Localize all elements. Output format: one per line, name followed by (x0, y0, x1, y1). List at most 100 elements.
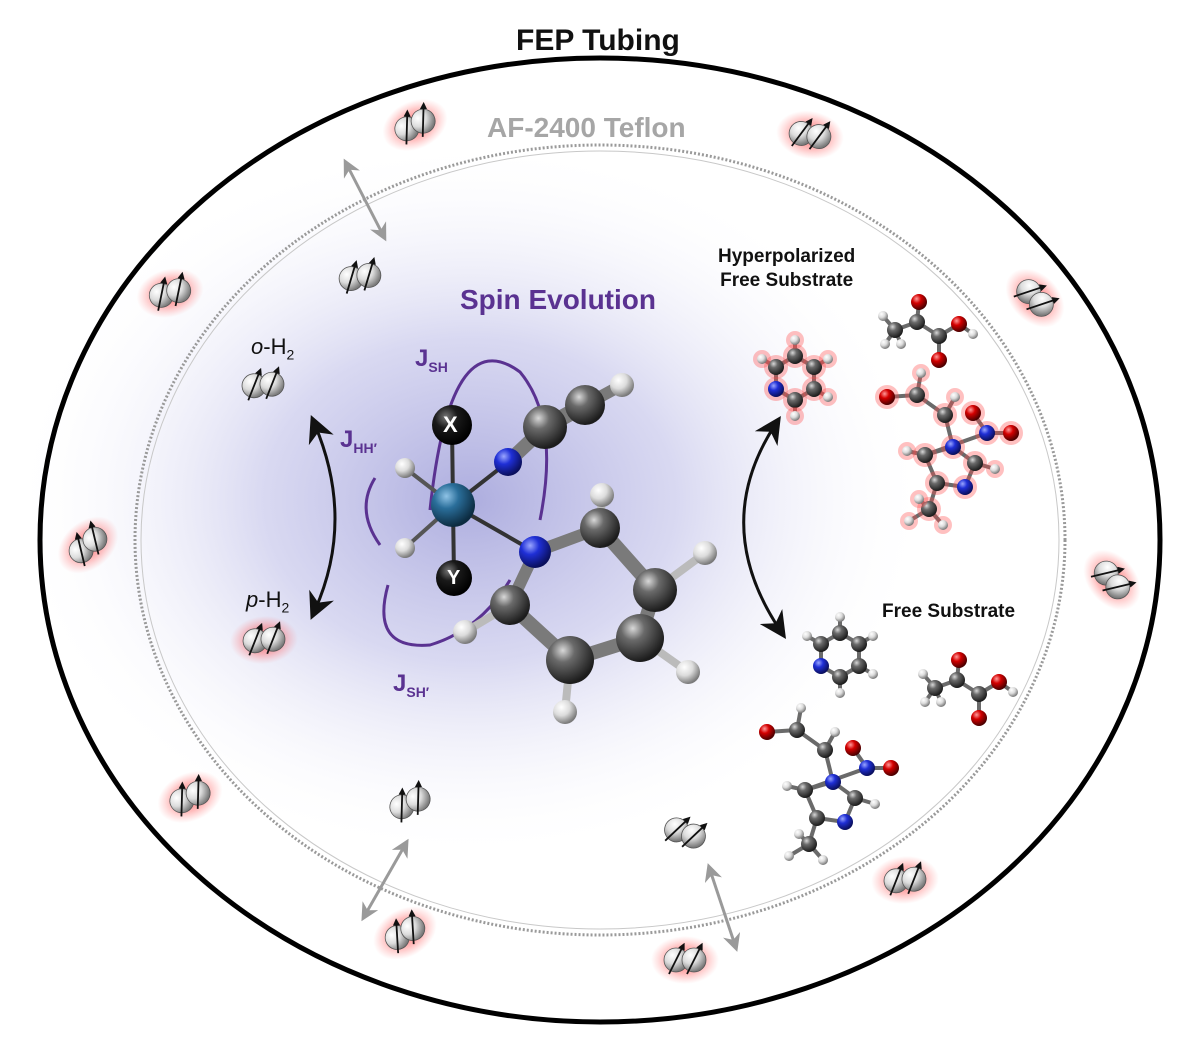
ortho-prefix: o (251, 334, 264, 359)
spin-arrow (681, 822, 708, 848)
free-pyridine (802, 612, 878, 698)
carbon-atom (806, 359, 822, 375)
hyperpolarized-label: Hyperpolarized Free Substrate (718, 245, 855, 293)
hydrogen-atom (790, 335, 800, 345)
h2-subscript: 2 (286, 346, 295, 363)
spin-arrow (808, 121, 831, 150)
hydrogen-atom (790, 411, 800, 421)
oxygen-atom (931, 352, 947, 368)
spin-arrow (1013, 284, 1047, 298)
carbon-atom (967, 455, 983, 471)
carbon-atom (787, 392, 803, 408)
h2-molecule (241, 366, 285, 401)
spin-arrow (392, 918, 401, 954)
j-hh-coupling-arc (364, 477, 382, 546)
nitrogen-atom (945, 439, 961, 455)
hydrogen-atom (818, 855, 828, 865)
iridium-complex (395, 373, 717, 724)
nitrogen-atom (813, 658, 829, 674)
carbon-atom (809, 810, 825, 826)
permeation-arrow (361, 838, 409, 922)
carbon-atom (580, 508, 620, 548)
carbon-atom (565, 385, 605, 425)
hydrogen-atom (1008, 687, 1018, 697)
carbon-atom (817, 742, 833, 758)
ligand-x-atom (432, 405, 472, 445)
free-substrate-label: Free Substrate (882, 601, 1016, 622)
hydrogen-atom (782, 781, 792, 791)
spin-arrow (907, 861, 922, 895)
ligand-y-atom (436, 560, 472, 596)
oxygen-atom (879, 389, 895, 405)
oxygen-atom (883, 760, 899, 776)
h2-molecule (338, 256, 382, 294)
spin-arrow (157, 276, 168, 311)
hydrogen-atom (830, 727, 840, 737)
teflon-label: AF-2400 Teflon (487, 112, 686, 143)
atom-x-label: X (443, 412, 458, 437)
j-hh-label: JHH′ (340, 428, 377, 455)
j-sh-label: JSH (415, 347, 448, 374)
free-metronidazole (759, 703, 899, 865)
hyperpolarized-h2-molecule (136, 268, 204, 318)
j-symbol: J (415, 345, 429, 372)
exchange-arrow (742, 415, 786, 639)
hydrogen-atom (794, 829, 804, 839)
spin-arrow (408, 909, 416, 945)
carbon-atom (887, 322, 903, 338)
permeation-arrow (343, 158, 387, 242)
ortho-h2-label: o-H2 (251, 334, 295, 363)
hydride-atom (395, 538, 415, 558)
carbon-atom (813, 636, 829, 652)
carbon-atom (806, 381, 822, 397)
hyperpolarized-label-line1: Hyperpolarized (718, 246, 856, 267)
carbon-atom (787, 348, 803, 364)
spin-arrow (419, 101, 428, 137)
hydrogen-atom (950, 392, 960, 402)
carbon-atom (616, 614, 664, 662)
oxygen-atom (971, 710, 987, 726)
hyperpolarized-label-line2: Free Substrate (720, 269, 854, 291)
hydrogen-atom (938, 520, 948, 530)
hydrogen-atom (896, 339, 906, 349)
hydrogen-atom (868, 669, 878, 679)
hydrogen-atom (835, 612, 845, 622)
h2-suffix: -H (258, 587, 282, 612)
ortho-para-arrow (308, 415, 337, 620)
hyperpolarized-pyridine (753, 331, 837, 425)
carbon-atom (633, 568, 677, 612)
spin-arrow (363, 256, 376, 291)
spin-arrow (178, 781, 186, 817)
spin-arrow (74, 532, 86, 567)
hydrogen-atom (757, 354, 767, 364)
hyperpolarized-h2-molecule (651, 936, 719, 984)
hyperpolarized-h2-molecule (382, 98, 448, 152)
spin-arrow (194, 773, 203, 809)
oxygen-atom (845, 740, 861, 756)
carbon-atom (797, 782, 813, 798)
oxygen-atom (951, 652, 967, 668)
hydrogen-atom (870, 799, 880, 809)
oxygen-atom (911, 294, 927, 310)
spin-arrow (403, 109, 411, 145)
nitrogen-atom (494, 448, 522, 476)
spin-evolution-label: Spin Evolution (460, 284, 656, 315)
h2-molecule (389, 779, 431, 823)
hyperpolarized-h2-molecule (776, 110, 844, 160)
carbon-atom (789, 722, 805, 738)
nitrogen-atom (957, 479, 973, 495)
hydrogen-atom (835, 688, 845, 698)
hydrogen-atom (990, 464, 1000, 474)
hydrogen-atom (784, 851, 794, 861)
spin-arrow (664, 816, 691, 842)
hydrogen-atom (904, 516, 914, 526)
hyperpolarized-h2-molecule (1005, 268, 1065, 328)
h2-molecule (664, 816, 708, 849)
carbon-atom (917, 447, 933, 463)
spin-arrow (668, 942, 685, 975)
spin-arrow (88, 520, 100, 555)
spin-arrow (398, 787, 406, 823)
oxygen-atom (965, 405, 981, 421)
j-hh-subscript: HH′ (353, 439, 377, 456)
j-symbol: J (340, 426, 354, 453)
